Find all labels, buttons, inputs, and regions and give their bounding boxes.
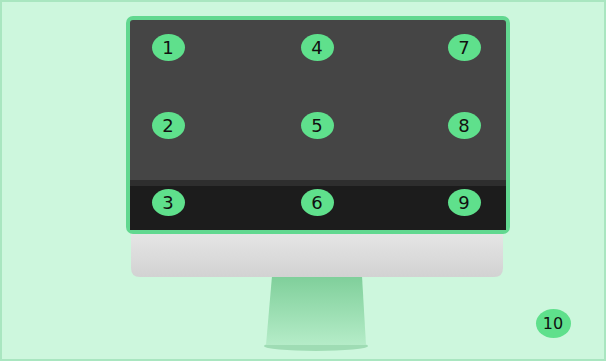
screen-taskbar xyxy=(130,186,506,230)
monitor-stand xyxy=(266,276,366,345)
monitor-chin xyxy=(131,232,503,277)
callout-number: 3 xyxy=(152,189,185,216)
callout-number: 4 xyxy=(301,34,334,61)
callout-number: 8 xyxy=(448,112,481,139)
callout-number: 2 xyxy=(152,112,185,139)
callout-number: 5 xyxy=(301,112,334,139)
callout-number: 6 xyxy=(301,189,334,216)
callout-number: 10 xyxy=(536,309,571,338)
callout-number: 7 xyxy=(448,34,481,61)
monitor-screen xyxy=(128,18,508,232)
callout-number: 9 xyxy=(448,189,481,216)
callout-number: 1 xyxy=(152,34,185,61)
screen-shade xyxy=(130,180,506,186)
